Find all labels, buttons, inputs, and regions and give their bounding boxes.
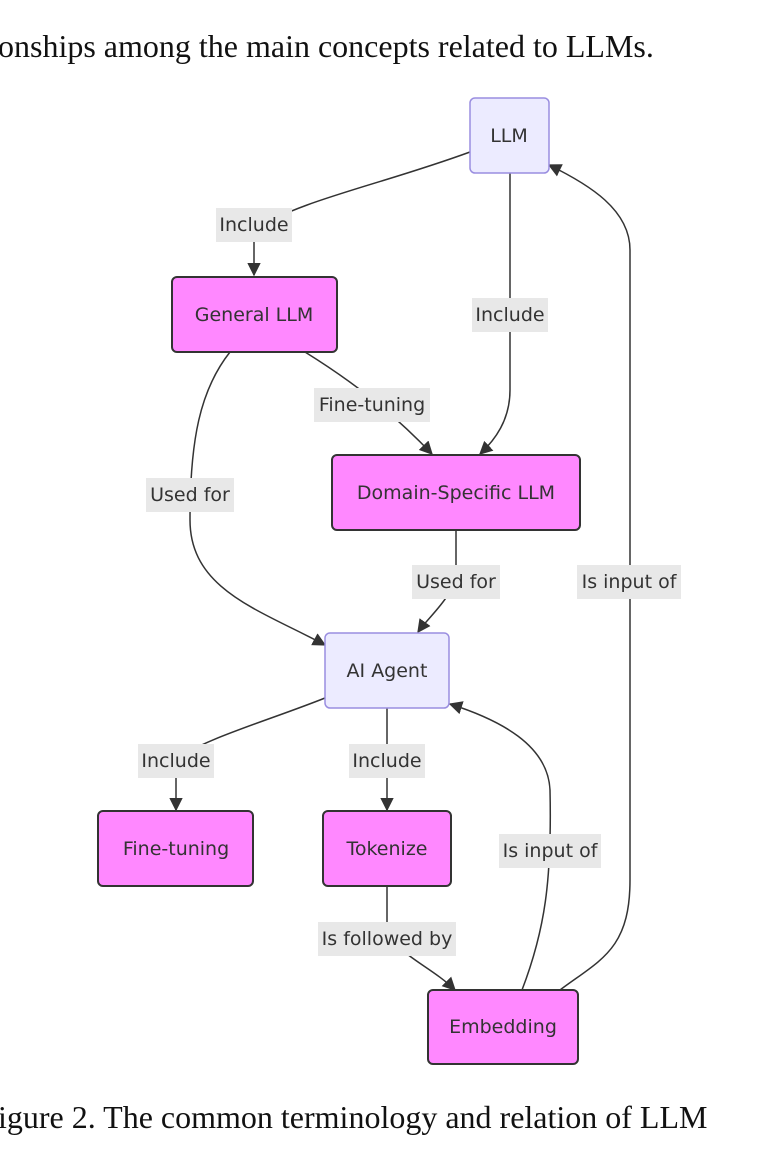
edge-label-agent-finetuning: Include (138, 744, 214, 778)
edge-label-text: Include (475, 304, 544, 326)
edge-label-domain-agent: Used for (412, 565, 500, 599)
edge-label-text: Include (219, 214, 288, 236)
edge-label-agent-tokenize: Include (349, 744, 425, 778)
edge-label-text: Include (352, 750, 421, 772)
edge-label-text: Used for (150, 484, 230, 506)
node-embedding: Embedding (427, 989, 579, 1065)
node-domain-llm: Domain-Specific LLM (331, 454, 581, 531)
node-tokenize: Tokenize (322, 810, 452, 887)
node-general-llm-label: General LLM (195, 304, 313, 326)
edge-label-text: Include (141, 750, 210, 772)
edge-embedding-llm (547, 164, 631, 991)
edge-embedding-agent (448, 701, 552, 991)
edge-label-text: Is followed by (322, 928, 453, 950)
node-general-llm: General LLM (171, 276, 338, 353)
node-fine-tuning-label: Fine-tuning (123, 838, 229, 860)
edge-label-text: Is input of (503, 840, 599, 862)
node-tokenize-label: Tokenize (345, 838, 427, 860)
edge-label-text: Used for (416, 571, 496, 593)
edge-label-llm-domain: Include (472, 298, 548, 332)
node-llm-label: LLM (490, 125, 528, 147)
edge-general-agent (189, 351, 327, 646)
node-ai-agent: AI Agent (324, 632, 450, 709)
edge-label-general-agent: Used for (146, 478, 234, 512)
node-embedding-label: Embedding (449, 1016, 557, 1038)
node-ai-agent-label: AI Agent (347, 660, 428, 682)
edge-llm-domain (479, 173, 511, 455)
edge-label-embedding-agent: Is input of (499, 834, 601, 868)
edge-label-general-domain: Fine-tuning (314, 388, 430, 422)
node-llm: LLM (469, 97, 550, 174)
node-domain-llm-label: Domain-Specific LLM (357, 482, 555, 504)
edge-label-text: Fine-tuning (319, 394, 425, 416)
top-text: onships among the main concepts related … (0, 28, 654, 64)
node-fine-tuning: Fine-tuning (97, 810, 254, 887)
edge-label-text: Is input of (582, 571, 678, 593)
figure-caption: igure 2. The common terminology and rela… (0, 1099, 708, 1135)
edge-label-llm-general: Include (216, 208, 292, 242)
edge-label-embedding-llm: Is input of (577, 565, 681, 599)
edge-label-tokenize-embedding: Is followed by (318, 922, 456, 956)
